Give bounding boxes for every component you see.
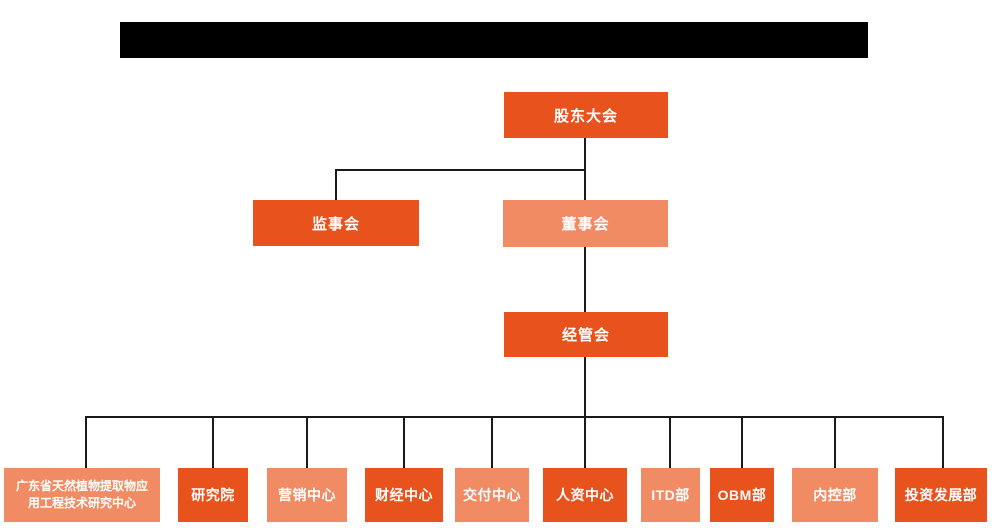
org-node-label: ITD部 [651,487,690,503]
connector-drop-dept-8 [834,416,836,468]
org-node-label: 股东大会 [553,107,618,125]
connector-drop-dept-2 [306,416,308,468]
org-node-label: 人资中心 [556,487,614,503]
connector-drop-dept-4 [491,416,493,468]
org-node-dept-research-center: 广东省天然植物提取物应 用工程技术研究中心 [4,468,160,522]
org-node-supervisory-board: 监事会 [253,200,419,246]
org-node-label: 投资发展部 [904,487,978,503]
redacted-title-bar [120,22,868,58]
connector-board-to-mgmt [584,247,586,312]
connector-to-board [584,169,586,200]
org-node-label: 经管会 [561,327,610,344]
org-node-dept-research-institute: 研究院 [178,468,248,522]
connector-drop-dept-3 [403,416,405,468]
org-node-label: 董事会 [561,216,610,233]
org-node-label: 研究院 [191,487,235,503]
org-node-management-committee: 经管会 [504,312,668,357]
org-node-dept-itd: ITD部 [641,468,700,522]
connector-drop-dept-7 [741,416,743,468]
connector-drop-dept-0 [85,416,87,468]
connector-to-supervisory [335,169,337,200]
connector-root-down [584,138,586,171]
org-node-dept-delivery-center: 交付中心 [455,468,529,522]
org-node-label: 交付中心 [463,487,521,503]
org-node-board-of-directors: 董事会 [503,200,668,247]
org-node-dept-obm: OBM部 [710,468,774,522]
org-node-dept-finance-center: 财经中心 [365,468,443,522]
connector-mgmt-down [584,357,586,417]
connector-drop-dept-5 [584,416,586,468]
org-node-dept-marketing-center: 营销中心 [267,468,347,522]
org-node-label: 财经中心 [375,487,433,503]
org-node-dept-hr-center: 人资中心 [543,468,627,522]
connector-drop-dept-6 [669,416,671,468]
connector-depts-horizontal [86,416,944,418]
org-node-shareholders-meeting: 股东大会 [504,92,668,138]
connector-drop-dept-1 [212,416,214,468]
org-node-dept-internal-control: 内控部 [792,468,878,522]
connector-drop-dept-9 [942,416,944,468]
org-node-label: 内控部 [813,487,857,503]
org-node-dept-investment-development: 投资发展部 [895,468,987,522]
connector-level2-horizontal [335,169,586,171]
org-node-label: 监事会 [311,215,360,233]
org-node-label: 营销中心 [278,487,336,503]
org-node-label: 广东省天然植物提取物应 用工程技术研究中心 [15,478,148,510]
org-node-label: OBM部 [717,487,767,503]
